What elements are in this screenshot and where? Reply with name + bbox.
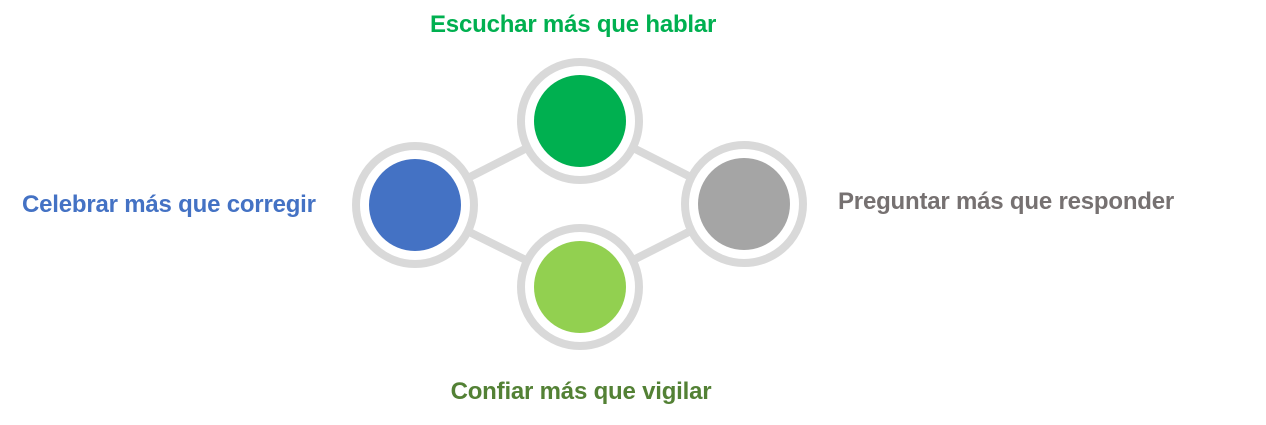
node-top — [517, 58, 643, 184]
node-bottom — [517, 224, 643, 350]
node-right-disk — [698, 158, 790, 250]
node-bottom-disk — [534, 241, 626, 333]
label-top: Escuchar más que hablar — [430, 11, 717, 38]
node-top-disk — [534, 75, 626, 167]
node-right — [681, 141, 807, 267]
label-left: Celebrar más que corregir — [22, 191, 316, 218]
label-right: Preguntar más que responder — [838, 188, 1175, 215]
node-left-disk — [369, 159, 461, 251]
node-left — [352, 142, 478, 268]
label-bottom: Confiar más que vigilar — [450, 378, 712, 405]
